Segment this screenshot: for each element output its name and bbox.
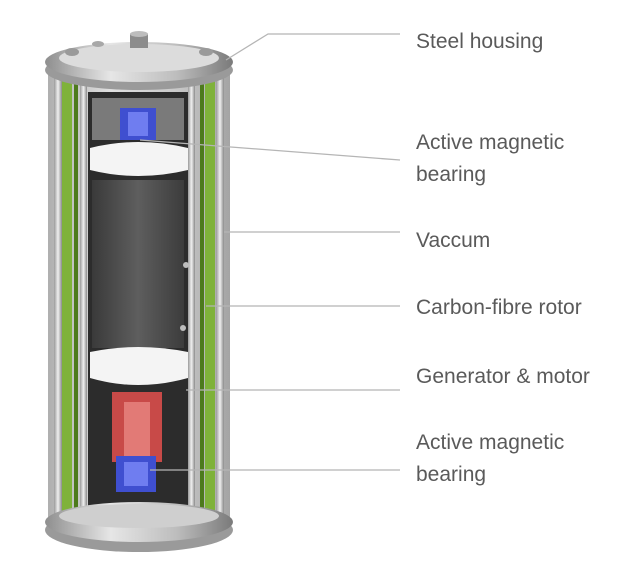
label-steel-housing: Steel housing: [416, 30, 544, 53]
tie-rods: [54, 60, 224, 522]
leader-top-bearing: [139, 139, 401, 161]
top-bearing-housing: [92, 98, 184, 140]
label-active-magnetic-bearing-bottom: Active magnetic bearing: [416, 431, 565, 486]
label-generator-motor: Generator & motor: [416, 365, 590, 388]
label-active-magnetic-bearing-top: Active magnetic bearing: [416, 131, 565, 186]
green-liner: [62, 78, 215, 514]
rotor-body: [92, 180, 184, 348]
leader-steel-housing: [225, 33, 400, 61]
top-cap: [45, 31, 233, 90]
bottom-cap: [45, 502, 233, 552]
leader-lines: [139, 33, 401, 471]
label-vacuum: Vaccum: [416, 229, 491, 252]
bottom-bearing: [116, 456, 156, 492]
bottom-rotor-hub: [90, 347, 188, 385]
label-carbon-fibre-rotor: Carbon-fibre rotor: [416, 296, 582, 319]
generator-motor: [112, 392, 162, 462]
top-rotor-hub: [90, 142, 188, 176]
